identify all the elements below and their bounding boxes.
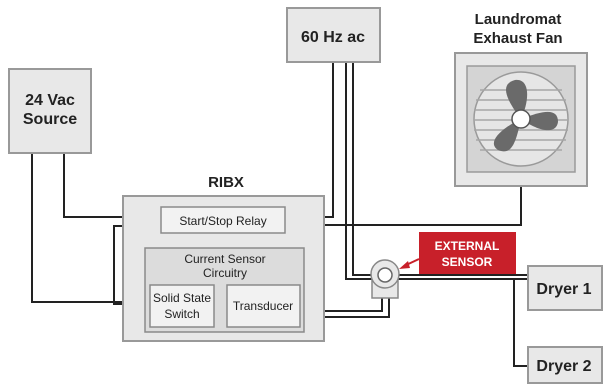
external-sensor-label-line2: SENSOR [442,255,493,269]
current-sensor-label-line1: Current Sensor [184,252,265,266]
wire-transducer-to-sensor-a [300,296,383,312]
wires [31,62,528,367]
ac-60hz-label: 60 Hz ac [301,29,365,46]
dryer1-label: Dryer 1 [536,281,591,298]
transducer-label: Transducer [233,299,293,313]
source-24vac-label-line2: Source [23,111,77,128]
wire-24vac-to-ssr [31,153,150,303]
source-24vac-label-line1: 24 Vac [25,92,75,109]
ac-60hz-box: 60 Hz ac [286,7,381,63]
wire-to-dryer2 [513,279,528,367]
dryer2-label: Dryer 2 [536,358,591,375]
wire-60hz-to-relay [285,62,334,218]
fan-label-line1: Laundromat [475,11,562,28]
transducer: Transducer [226,284,301,328]
source-24vac-box: 24 Vac Source [8,68,92,154]
ssr-label-line1: Solid State [153,291,211,305]
exhaust-fan: Laundromat Exhaust Fan [454,11,588,187]
external-sensor-callout: EXTERNAL SENSOR [399,232,516,274]
fan-icon [466,65,576,173]
ssr-label-line2: Switch [164,307,199,321]
solid-state-switch: Solid State Switch [149,284,215,328]
wire-60hz-to-dryer1-a [345,62,528,280]
wire-60hz-to-dryer1-b [352,62,528,276]
external-sensor-arrow-icon [399,258,420,269]
ribx-label: RIBX [208,174,244,191]
external-sensor-device [370,259,400,299]
wire-relay-to-fan [285,186,522,226]
external-sensor-label-line1: EXTERNAL [435,239,500,253]
fan-label-line2: Exhaust Fan [473,30,562,47]
external-sensor-label-bg [419,232,516,274]
dryer2-box: Dryer 2 [527,346,603,384]
start-stop-relay-label: Start/Stop Relay [179,214,266,228]
current-sensor-label-line2: Circuitry [203,266,247,280]
start-stop-relay: Start/Stop Relay [160,206,286,234]
dryer1-box: Dryer 1 [527,265,603,311]
wire-transducer-to-sensor-b [300,296,390,318]
